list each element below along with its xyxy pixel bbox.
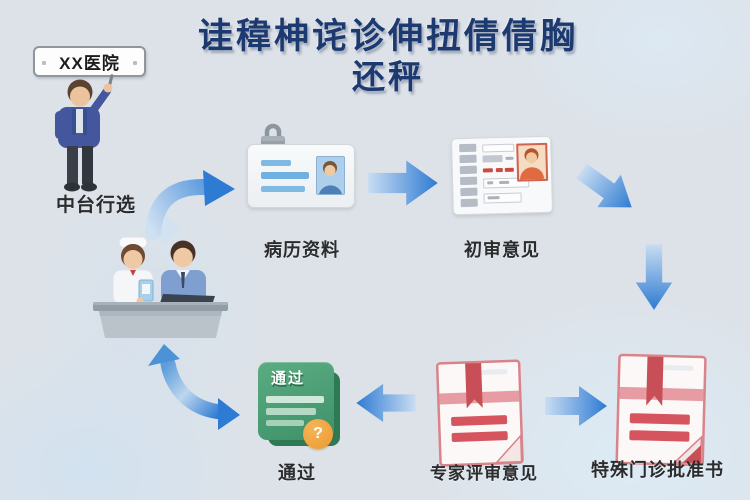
hospital-sign-text: XX医院 [59, 54, 120, 73]
hospital-sign: XX医院 [33, 46, 146, 77]
initial-review-form [451, 135, 553, 216]
card-text-line [261, 172, 309, 179]
applicant-person-icon [55, 79, 113, 192]
sign-screw-icon [133, 61, 137, 65]
form-block [459, 165, 477, 175]
arrow-right-icon [545, 386, 607, 426]
arrow-down-icon [635, 244, 673, 310]
form-red-text [495, 167, 503, 173]
arrow-double-curved-icon [148, 344, 240, 430]
pass-text-line [266, 420, 304, 426]
sign-screw-icon [42, 61, 46, 65]
expert-review-document [435, 359, 524, 467]
arrow-curved-up-right-icon [145, 170, 235, 240]
form-block [460, 176, 478, 186]
form-microtext [487, 196, 500, 199]
question-glyph: ? [313, 425, 323, 442]
arrow-right-icon [368, 160, 438, 206]
bookmark-ribbon-icon [465, 362, 483, 409]
expert-review-label: 专家评审意见 [430, 464, 538, 483]
pass-label: 通过 [278, 463, 316, 483]
card-text-line [261, 160, 291, 166]
arrow-left-icon [356, 383, 416, 423]
form-block [460, 187, 478, 197]
initial-review-label: 初审意见 [464, 240, 540, 260]
form-microtext [505, 156, 514, 160]
form-microtext [499, 180, 510, 184]
form-blob [482, 154, 503, 163]
approval-document [615, 353, 707, 467]
form-field [482, 143, 515, 153]
medical-records-label: 病历资料 [264, 240, 340, 260]
title-line-1: 诖稦柛诧诊伸扭倩倩胸 [197, 17, 578, 56]
bookmark-ribbon-icon [646, 356, 664, 407]
form-red-text [482, 168, 493, 173]
title-line-2: 还秤 [352, 58, 424, 95]
id-photo [316, 156, 345, 195]
nurse-figure [112, 236, 154, 305]
pass-text-line [266, 408, 316, 415]
form-microtext [487, 181, 494, 184]
medical-record-card [247, 144, 355, 208]
approval-label: 特殊门诊批准书 [591, 460, 724, 480]
form-block [459, 143, 477, 153]
form-block [460, 198, 478, 208]
page-title: 诖稦柛诧诊伸扭倩倩胸 还秤 [30, 16, 746, 96]
pass-text-line [266, 396, 324, 403]
desk [93, 294, 228, 338]
reception-desk-scene [93, 236, 228, 338]
form-block [459, 154, 477, 164]
form-red-text [504, 167, 514, 172]
pass-card-title: 通过 [271, 370, 306, 387]
card-text-line [261, 186, 305, 192]
review-photo [516, 142, 549, 182]
applicant-label: 中台行选 [55, 195, 136, 216]
question-icon: ? [303, 419, 333, 449]
arrow-diagonal-down-icon [576, 163, 632, 208]
